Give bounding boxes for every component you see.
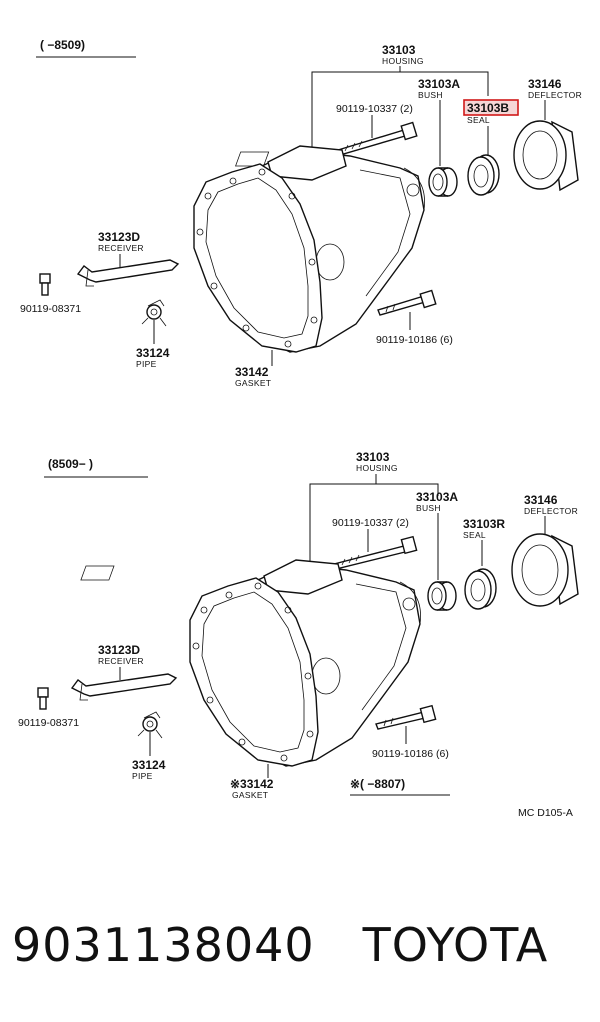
- bottom-section: (8509− ) 33103 HOUSING 33103A BUSH 33103…: [18, 450, 579, 819]
- top-receiver-number: 33123D: [98, 230, 140, 244]
- top-range-label: ( −8509): [40, 38, 85, 52]
- bottom-bolt-small: [37, 687, 49, 710]
- bottom-pipe-name: PIPE: [132, 771, 153, 781]
- bottom-receiver-part: [70, 673, 178, 701]
- top-bolt-small: [39, 273, 51, 296]
- bottom-bush-name: BUSH: [416, 503, 441, 513]
- bottom-bolt-small-label: 90119-08371: [18, 717, 79, 729]
- top-bolt-lower-label: 90119-10186 (6): [376, 334, 453, 346]
- top-bolt-lower: [377, 289, 437, 316]
- bottom-range-label: (8509− ): [48, 457, 93, 471]
- top-seal-number: 33103B: [467, 101, 509, 115]
- top-bolt-upper-label: 90119-10337 (2): [336, 103, 413, 115]
- bottom-bush-part: [427, 581, 457, 611]
- bottom-pipe-number: 33124: [132, 758, 166, 772]
- top-gasket-part: [193, 163, 323, 353]
- top-deflector-name: DEFLECTOR: [528, 90, 582, 100]
- caption-brand: TOYOTA: [362, 918, 549, 972]
- top-pipe-number: 33124: [136, 346, 170, 360]
- bottom-bolt-lower: [375, 704, 437, 730]
- top-gasket-name: GASKET: [235, 378, 271, 388]
- top-gasket-number: 33142: [235, 365, 269, 379]
- parts-diagram: ( −8509) 33103 HOUSING 33103A BUSH 33103…: [18, 38, 582, 819]
- bottom-housing-name: HOUSING: [356, 463, 398, 473]
- bottom-seal-part: [464, 568, 497, 610]
- bottom-receiver-number: 33123D: [98, 643, 140, 657]
- bottom-bush-number: 33103A: [416, 490, 458, 504]
- bottom-bolt-upper-label: 90119-10337 (2): [332, 517, 409, 529]
- top-seal-highlight: [463, 99, 519, 116]
- top-pipe-name: PIPE: [136, 359, 157, 369]
- top-receiver-name: RECEIVER: [98, 243, 144, 253]
- top-bush-name: BUSH: [418, 90, 443, 100]
- bottom-note-range: ※( −8807): [350, 777, 405, 791]
- bottom-gasket-number: ※33142: [230, 777, 274, 791]
- top-section: ( −8509) 33103 HOUSING 33103A BUSH 33103…: [20, 38, 582, 388]
- bottom-seal-name: SEAL: [463, 530, 486, 540]
- top-bolt-small-label: 90119-08371: [20, 303, 81, 315]
- bottom-deflector-name: DEFLECTOR: [524, 506, 578, 516]
- bottom-deflector-number: 33146: [524, 493, 558, 507]
- bottom-pipe-part: [137, 711, 163, 739]
- top-receiver-part: [76, 259, 180, 287]
- bottom-housing-bracket: [309, 483, 439, 562]
- bottom-gasket-part: [189, 577, 319, 767]
- bottom-bolt-lower-label: 90119-10186 (6): [372, 748, 449, 760]
- top-seal-name: SEAL: [467, 115, 490, 125]
- top-bush-number: 33103A: [418, 77, 460, 91]
- diagram-code: MC D105-A: [518, 807, 573, 819]
- bottom-receiver-name: RECEIVER: [98, 656, 144, 666]
- top-housing-number: 33103: [382, 43, 416, 57]
- bottom-gasket-name: GASKET: [232, 790, 268, 800]
- caption-part-number: 9031138040: [12, 918, 315, 972]
- top-seal-part: [467, 154, 500, 196]
- bottom-housing-number: 33103: [356, 450, 390, 464]
- bottom-seal-number: 33103R: [463, 517, 505, 531]
- bottom-deflector-part: [511, 533, 579, 607]
- part-caption: 9031138040 TOYOTA: [12, 905, 592, 985]
- top-bush-part: [428, 167, 458, 197]
- top-deflector-number: 33146: [528, 77, 562, 91]
- bottom-bolt-upper: [333, 535, 418, 570]
- top-pipe-part: [141, 299, 167, 327]
- top-deflector-part: [513, 120, 579, 192]
- top-bolt-upper: [337, 121, 418, 156]
- top-housing-name: HOUSING: [382, 56, 424, 66]
